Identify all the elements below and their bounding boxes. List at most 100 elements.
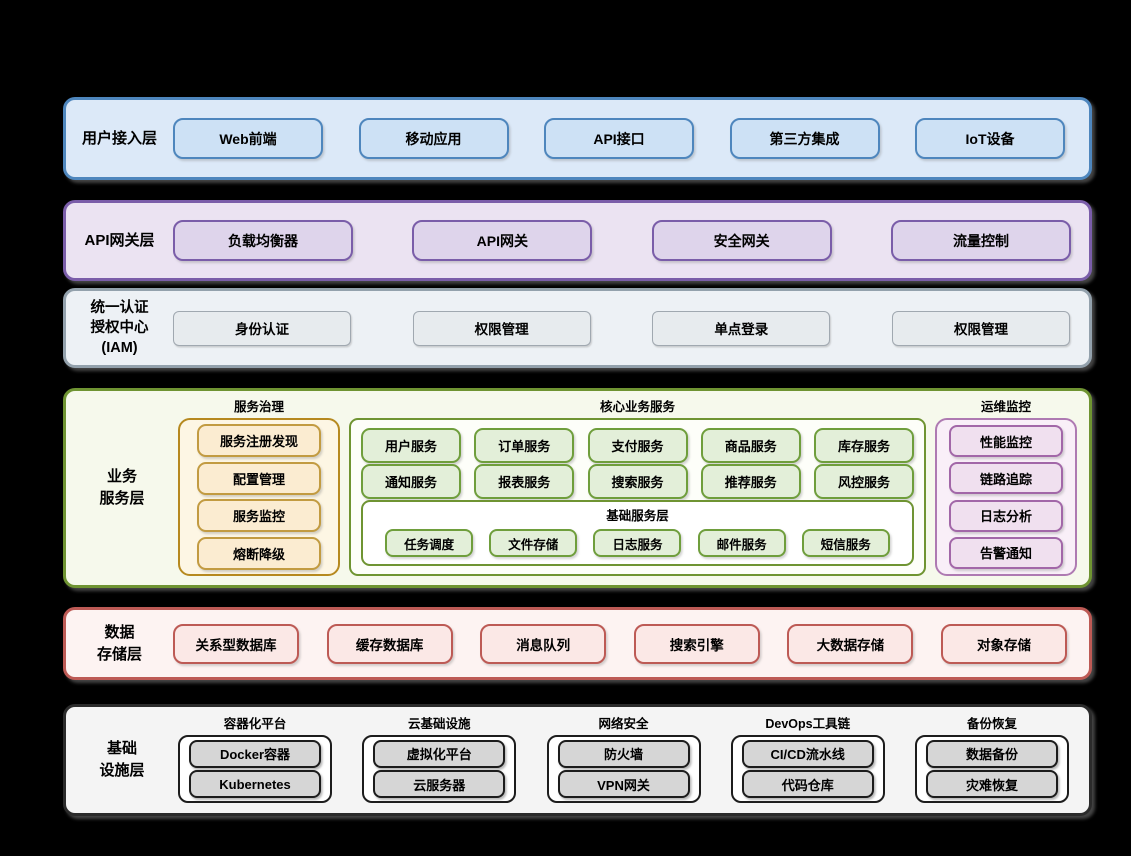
node-identity-auth: 身份认证 — [173, 310, 351, 346]
node-object-storage: 对象存储 — [940, 623, 1067, 664]
base-services-box: 基础服务层 任务调度 文件存储 日志服务 邮件服务 短信服务 — [361, 500, 914, 566]
node-payment-service: 支付服务 — [587, 428, 688, 463]
devops-toolchain-group: DevOps工具链 CI/CD流水线 代码仓库 — [730, 711, 885, 803]
core-services-row-1: 用户服务 订单服务 支付服务 商品服务 库存服务 — [361, 428, 914, 463]
node-permission-mgmt-1: 权限管理 — [412, 310, 591, 346]
network-security-group: 网络安全 防火墙 VPN网关 — [546, 711, 701, 803]
node-api-gateway: API网关 — [412, 220, 593, 261]
node-config-mgmt: 配置管理 — [197, 461, 321, 495]
container-platform-box: Docker容器 Kubernetes — [178, 735, 332, 803]
storage-label-line: 存储层 — [96, 645, 142, 663]
infra-label-line: 基础 — [106, 740, 137, 758]
layer-user-access: 用户接入层 Web前端 移动应用 API接口 第三方集成 IoT设备 — [63, 97, 1092, 180]
node-cache-db: 缓存数据库 — [326, 623, 453, 664]
core-services-column: 核心业务服务 用户服务 订单服务 支付服务 商品服务 库存服务 通知服务 报表服… — [349, 394, 926, 576]
node-user-service: 用户服务 — [361, 428, 461, 463]
node-report-service: 报表服务 — [474, 464, 575, 499]
node-kubernetes: Kubernetes — [189, 770, 321, 799]
layer-label-api-gateway: API网关层 — [84, 231, 155, 249]
base-services-title: 基础服务层 — [606, 509, 669, 523]
node-sms-service: 短信服务 — [801, 529, 890, 557]
node-data-backup: 数据备份 — [926, 739, 1058, 768]
node-alert-notification: 告警通知 — [949, 536, 1063, 569]
layer-label-business: 业务 服务层 — [66, 466, 178, 510]
node-relational-db: 关系型数据库 — [173, 623, 299, 664]
storage-row: 关系型数据库 缓存数据库 消息队列 搜索引擎 大数据存储 对象存储 — [173, 623, 1089, 664]
node-order-service: 订单服务 — [474, 428, 575, 463]
node-trace-tracking: 链路追踪 — [949, 462, 1063, 495]
node-task-scheduler: 任务调度 — [385, 529, 474, 557]
ops-monitoring-column: 运维监控 性能监控 链路追踪 日志分析 告警通知 — [935, 394, 1077, 576]
backup-recovery-box: 数据备份 灾难恢复 — [915, 735, 1069, 803]
node-web-frontend: Web前端 — [173, 118, 323, 159]
layer-infrastructure: 基础 设施层 容器化平台 Docker容器 Kubernetes 云基础设施 虚… — [63, 704, 1092, 816]
container-platform-title: 容器化平台 — [223, 717, 287, 731]
node-file-storage: 文件存储 — [489, 529, 578, 557]
ops-monitoring-title: 运维监控 — [980, 400, 1031, 414]
node-service-registry: 服务注册发现 — [197, 424, 321, 458]
node-circuit-breaker: 熔断降级 — [197, 536, 321, 570]
node-search-service: 搜索服务 — [587, 464, 688, 499]
node-permission-mgmt-2: 权限管理 — [891, 310, 1070, 346]
node-search-engine: 搜索引擎 — [633, 623, 760, 664]
node-cloud-server: 云服务器 — [373, 770, 506, 799]
node-disaster-recovery: 灾难恢复 — [926, 770, 1058, 799]
core-services-title: 核心业务服务 — [599, 400, 675, 414]
core-services-box: 用户服务 订单服务 支付服务 商品服务 库存服务 通知服务 报表服务 搜索服务 … — [349, 418, 926, 576]
node-vpn-gateway: VPN网关 — [557, 770, 690, 799]
node-api-interface: API接口 — [544, 118, 694, 159]
node-third-party: 第三方集成 — [729, 118, 880, 159]
devops-toolchain-box: CI/CD流水线 代码仓库 — [730, 735, 885, 803]
user-access-row: Web前端 移动应用 API接口 第三方集成 IoT设备 — [173, 118, 1089, 159]
node-code-repo: 代码仓库 — [741, 770, 874, 799]
storage-label-line: 数据 — [104, 623, 135, 641]
node-log-service: 日志服务 — [593, 529, 682, 557]
cloud-infra-box: 虚拟化平台 云服务器 — [362, 735, 517, 803]
node-service-monitor: 服务监控 — [197, 499, 321, 533]
cloud-infra-group: 云基础设施 虚拟化平台 云服务器 — [362, 711, 517, 803]
iam-label-line: (IAM) — [101, 340, 138, 357]
network-security-box: 防火墙 VPN网关 — [546, 735, 701, 803]
business-label-line: 业务 — [106, 468, 137, 486]
layer-api-gateway: API网关层 负载均衡器 API网关 安全网关 流量控制 — [63, 200, 1092, 281]
node-mail-service: 邮件服务 — [697, 529, 786, 557]
layer-business-services: 业务 服务层 服务治理 服务注册发现 配置管理 服务监控 熔断降级 核心业务服务… — [63, 388, 1092, 588]
backup-recovery-title: 备份恢复 — [966, 717, 1017, 731]
container-platform-group: 容器化平台 Docker容器 Kubernetes — [178, 711, 332, 803]
iam-row: 身份认证 权限管理 单点登录 权限管理 — [173, 310, 1089, 346]
node-virtualization-platform: 虚拟化平台 — [373, 739, 506, 768]
ops-monitoring-box: 性能监控 链路追踪 日志分析 告警通知 — [935, 418, 1077, 576]
layer-iam: 统一认证 授权中心 (IAM) 身份认证 权限管理 单点登录 权限管理 — [63, 288, 1092, 368]
node-firewall: 防火墙 — [557, 739, 690, 768]
service-governance-title: 服务治理 — [233, 400, 284, 414]
cloud-infra-title: 云基础设施 — [407, 717, 471, 731]
layer-label-iam: 统一认证 授权中心 (IAM) — [66, 298, 173, 359]
core-services-row-2: 通知服务 报表服务 搜索服务 推荐服务 风控服务 — [361, 464, 914, 499]
node-mobile-app: 移动应用 — [358, 118, 509, 159]
node-bigdata-storage: 大数据存储 — [787, 623, 914, 664]
node-inventory-service: 库存服务 — [814, 428, 914, 463]
infrastructure-content: 容器化平台 Docker容器 Kubernetes 云基础设施 虚拟化平台 云服… — [178, 707, 1089, 813]
service-governance-box: 服务注册发现 配置管理 服务监控 熔断降级 — [178, 418, 340, 576]
node-load-balancer: 负载均衡器 — [173, 220, 353, 261]
business-content: 服务治理 服务注册发现 配置管理 服务监控 熔断降级 核心业务服务 用户服务 订… — [178, 391, 1089, 585]
devops-toolchain-title: DevOps工具链 — [765, 717, 851, 731]
iam-label-line: 统一认证 — [90, 299, 149, 316]
backup-recovery-group: 备份恢复 数据备份 灾难恢复 — [915, 711, 1069, 803]
base-services-row: 任务调度 文件存储 日志服务 邮件服务 短信服务 — [369, 529, 906, 557]
node-product-service: 商品服务 — [700, 428, 801, 463]
node-performance-monitor: 性能监控 — [949, 425, 1063, 458]
infra-label-line: 设施层 — [99, 762, 145, 779]
business-label-line: 服务层 — [99, 490, 145, 507]
node-notification-service: 通知服务 — [361, 464, 461, 499]
api-gateway-row: 负载均衡器 API网关 安全网关 流量控制 — [173, 220, 1089, 261]
node-risk-service: 风控服务 — [814, 464, 914, 499]
node-single-sign-on: 单点登录 — [652, 310, 831, 346]
node-docker-container: Docker容器 — [189, 739, 321, 768]
node-message-queue: 消息队列 — [480, 623, 607, 664]
network-security-title: 网络安全 — [598, 717, 649, 731]
node-recommend-service: 推荐服务 — [700, 464, 801, 499]
layer-label-infra: 基础 设施层 — [66, 738, 178, 782]
iam-label-line: 授权中心 — [90, 319, 149, 336]
node-log-analysis: 日志分析 — [949, 499, 1063, 532]
